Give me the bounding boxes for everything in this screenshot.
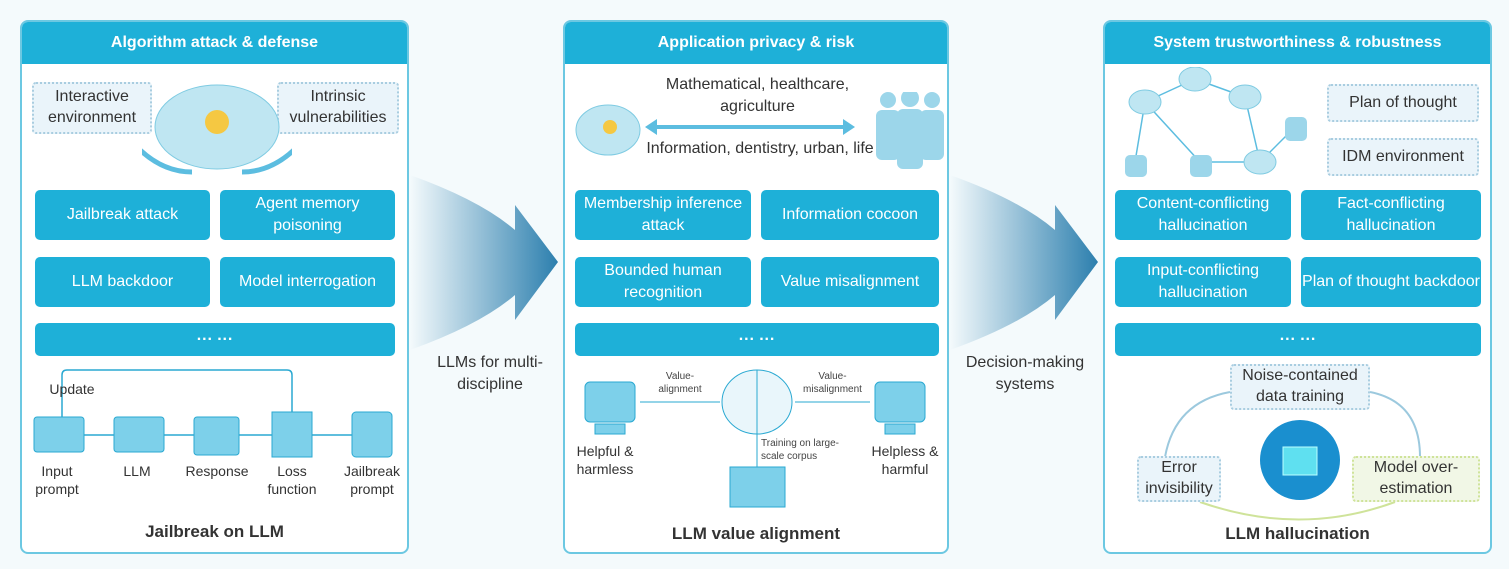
panel-header: System trustworthiness & robustness	[1105, 22, 1490, 64]
step-jailbreak-prompt: Jailbreak prompt	[343, 463, 401, 498]
box-agent-memory-poisoning: Agent memory poisoning	[220, 190, 395, 240]
step-loss-function: Loss function	[267, 463, 317, 498]
helpless-harmful: Helpless & harmful	[871, 443, 939, 478]
value-alignment-label: Value-alignment	[658, 371, 702, 395]
jailbreak-flow-diagram	[33, 369, 393, 458]
box-value-misalignment: Value misalignment	[761, 257, 939, 307]
box-input-conflicting: Input-conflicting hallucination	[1115, 257, 1291, 307]
training-label: Training on large-scale corpus	[761, 438, 840, 462]
box-plan-of-thought-backdoor: Plan of thought backdoor	[1301, 257, 1481, 307]
step-response: Response	[185, 463, 249, 479]
box-bounded-human-recognition: Bounded human recognition	[575, 257, 751, 307]
bubble-intrinsic-vulnerabilities: Intrinsic vulnerabilities	[277, 82, 399, 134]
box-more: ··· ···	[35, 323, 395, 356]
value-alignment-diagram	[584, 369, 926, 508]
arrow-1	[410, 175, 558, 350]
connector-label-2: Decision-making systems	[965, 354, 1085, 393]
bubble-interactive-environment: Interactive environment	[32, 82, 152, 134]
connector-label-1: LLMs for multi-discipline	[437, 354, 543, 393]
panel-header: Application privacy & risk	[565, 22, 947, 64]
update-label: Update	[49, 381, 95, 397]
box-jailbreak-attack: Jailbreak attack	[35, 190, 210, 240]
value-misalignment-label: Value-misalignment	[803, 371, 862, 395]
agent-network-icon	[1125, 67, 1307, 177]
cycle-error-invisibility: Error invisibility	[1137, 456, 1221, 502]
brain-people-link	[575, 92, 944, 169]
panel-algorithm-attack: Algorithm attack & defense Interactive e…	[20, 20, 409, 554]
domains-bottom: Information, dentistry, urban, life	[646, 140, 874, 157]
panel-header: Algorithm attack & defense	[22, 22, 407, 64]
tag-idm-environment: IDM environment	[1327, 138, 1479, 176]
box-information-cocoon: Information cocoon	[761, 190, 939, 240]
box-more: ··· ···	[1115, 323, 1481, 356]
cycle-noise-contained-training: Noise-contained data training	[1230, 364, 1370, 410]
cycle-model-over-estimation: Model over-estimation	[1352, 456, 1480, 502]
panel-title: LLM value alignment	[671, 524, 841, 543]
panel-title: LLM hallucination	[1225, 524, 1370, 543]
domains-top: Mathematical, healthcare, agriculture	[665, 76, 850, 115]
panel-application-privacy: Application privacy & risk Mathematical,…	[563, 20, 949, 554]
box-more: ··· ···	[575, 323, 939, 356]
box-model-interrogation: Model interrogation	[220, 257, 395, 307]
box-llm-backdoor: LLM backdoor	[35, 257, 210, 307]
step-input-prompt: Input prompt	[35, 463, 79, 498]
box-membership-inference: Membership inference attack	[575, 190, 751, 240]
brain-icon	[142, 84, 292, 175]
helpful-harmless: Helpful & harmless	[576, 443, 634, 478]
arrow-2	[950, 175, 1098, 350]
panel-system-trustworthiness: System trustworthiness & robustness Plan…	[1103, 20, 1492, 554]
panel-title: Jailbreak on LLM	[145, 522, 284, 541]
box-fact-conflicting: Fact-conflicting hallucination	[1301, 190, 1481, 240]
tag-plan-of-thought: Plan of thought	[1327, 84, 1479, 122]
box-content-conflicting: Content-conflicting hallucination	[1115, 190, 1291, 240]
hallucination-cycle	[1164, 391, 1421, 521]
step-llm: LLM	[123, 463, 151, 479]
